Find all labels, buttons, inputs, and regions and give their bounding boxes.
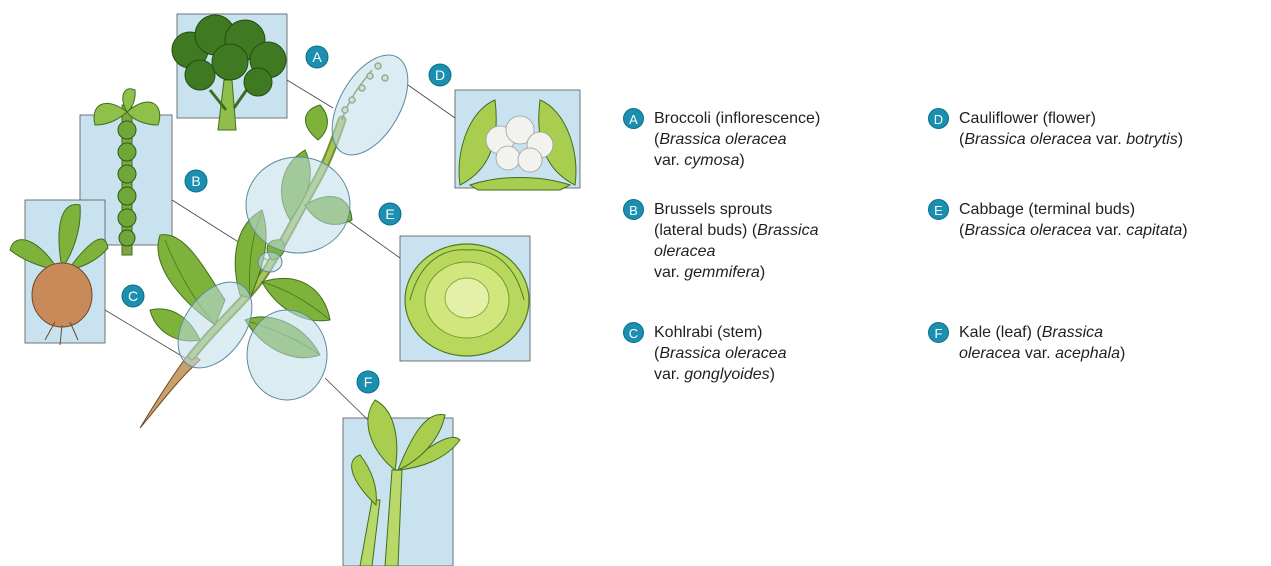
legend-line: var. gonglyoides) bbox=[654, 364, 787, 385]
legend-italic-run: oleracea bbox=[959, 345, 1020, 362]
legend-italic-run: gemmifera bbox=[684, 264, 760, 281]
legend-italic-run: Brassica oleracea bbox=[964, 131, 1091, 148]
legend-line: (Brassica oleracea bbox=[654, 343, 787, 364]
legend-line: (Brassica oleracea bbox=[654, 129, 820, 150]
legend-italic-run: oleracea bbox=[654, 243, 715, 260]
legend-text-run: ) bbox=[1178, 131, 1183, 148]
legend-italic-run: acephala bbox=[1055, 345, 1120, 362]
legend-text-run: ) bbox=[760, 264, 765, 281]
legend-line: (lateral buds) (Brassica bbox=[654, 220, 819, 241]
brassica-illustration: A B C D E F bbox=[0, 0, 600, 566]
legend-text-run: Cauliflower (flower) bbox=[959, 110, 1096, 127]
legend-text-run: ) bbox=[770, 366, 775, 383]
legend-line: oleracea var. acephala) bbox=[959, 343, 1125, 364]
legend-line: (Brassica oleracea var. botrytis) bbox=[959, 129, 1183, 150]
legend-line: Brussels sprouts bbox=[654, 199, 819, 220]
legend-italic-run: Brassica bbox=[1042, 324, 1103, 341]
diagram-badge-a-label: A bbox=[312, 49, 322, 65]
diagram-badge-f-label: F bbox=[364, 374, 373, 390]
legend-text-run: Broccoli (inflorescence) bbox=[654, 110, 820, 127]
diagram-badge-d: D bbox=[429, 64, 451, 86]
legend-text-run: Cabbage (terminal buds) bbox=[959, 201, 1135, 218]
legend-line: Kohlrabi (stem) bbox=[654, 322, 787, 343]
legend-text-run: var. bbox=[1092, 131, 1127, 148]
legend-text-run: var. bbox=[654, 152, 684, 169]
diagram-badge-d-label: D bbox=[435, 67, 445, 83]
cabbage-drawing bbox=[405, 244, 529, 356]
diagram-badge-f: F bbox=[357, 371, 379, 393]
legend-text-run: var. bbox=[654, 264, 684, 281]
legend-line: Kale (leaf) (Brassica bbox=[959, 322, 1125, 343]
legend-text-a: Broccoli (inflorescence) (Brassica olerac… bbox=[654, 108, 820, 171]
legend-text-run: var. bbox=[654, 366, 684, 383]
legend-text-b: Brussels sprouts (lateral buds) (Brassica… bbox=[654, 199, 819, 283]
diagram-badge-b: B bbox=[185, 170, 207, 192]
legend-italic-run: botrytis bbox=[1126, 131, 1178, 148]
legend-badge-f: F bbox=[928, 322, 949, 343]
legend-text-run: Kohlrabi (stem) bbox=[654, 324, 762, 341]
legend-text-run: ) bbox=[739, 152, 744, 169]
diagram-badge-a: A bbox=[306, 46, 328, 68]
legend-italic-run: Brassica oleracea bbox=[659, 345, 786, 362]
legend-line: oleracea bbox=[654, 241, 819, 262]
legend-italic-run: Brassica bbox=[757, 222, 818, 239]
legend-text-run: var. bbox=[1092, 222, 1127, 239]
legend-italic-run: capitata bbox=[1126, 222, 1182, 239]
legend-italic-run: gonglyoides bbox=[684, 366, 769, 383]
legend-italic-run: Brassica oleracea bbox=[964, 222, 1091, 239]
diagram-badge-b-label: B bbox=[191, 173, 200, 189]
legend-line: Cabbage (terminal buds) bbox=[959, 199, 1188, 220]
legend-line: (Brassica oleracea var. capitata) bbox=[959, 220, 1188, 241]
legend-badge-b: B bbox=[623, 199, 644, 220]
legend-text-run: Brussels sprouts bbox=[654, 201, 772, 218]
legend-text-run: Kale (leaf) ( bbox=[959, 324, 1042, 341]
legend-italic-run: Brassica oleracea bbox=[659, 131, 786, 148]
legend-italic-run: cymosa bbox=[684, 152, 739, 169]
legend-text-run: var. bbox=[1020, 345, 1055, 362]
diagram-badge-e-label: E bbox=[385, 206, 394, 222]
legend-text-run: ) bbox=[1182, 222, 1187, 239]
legend-badge-a: A bbox=[623, 108, 644, 129]
legend-line: Broccoli (inflorescence) bbox=[654, 108, 820, 129]
legend-badge-e: E bbox=[928, 199, 949, 220]
legend-badge-d: D bbox=[928, 108, 949, 129]
legend-text-run: (lateral buds) ( bbox=[654, 222, 757, 239]
diagram-badge-e: E bbox=[379, 203, 401, 225]
legend-text-d: Cauliflower (flower) (Brassica oleracea v… bbox=[959, 108, 1183, 150]
diagram-badge-c-label: C bbox=[128, 288, 138, 304]
legend-line: var. cymosa) bbox=[654, 150, 820, 171]
legend-text-run: ) bbox=[1120, 345, 1125, 362]
legend-badge-c: C bbox=[623, 322, 644, 343]
legend-text-e: Cabbage (terminal buds) (Brassica olerace… bbox=[959, 199, 1188, 241]
diagram-badge-c: C bbox=[122, 285, 144, 307]
legend-line: var. gemmifera) bbox=[654, 262, 819, 283]
legend-line: Cauliflower (flower) bbox=[959, 108, 1183, 129]
